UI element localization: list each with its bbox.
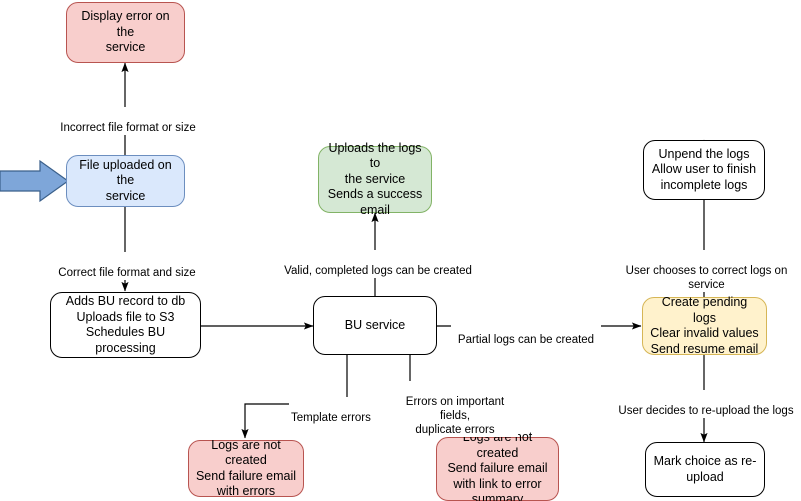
edge-label-user-reuploads: User decides to re-upload the logs bbox=[616, 390, 796, 418]
node-bu-service-label: BU service bbox=[344, 317, 406, 332]
node-unpend-logs[interactable]: Unpend the logs Allow user to finish inc… bbox=[643, 140, 765, 200]
edge-label-incorrect-format: Incorrect file format or size bbox=[55, 107, 201, 135]
node-logs-not-created-fields-label: Logs are not created Send failure email … bbox=[447, 430, 548, 501]
node-mark-choice-reupload[interactable]: Mark choice as re- upload bbox=[645, 442, 765, 497]
node-logs-not-created-template[interactable]: Logs are not created Send failure email … bbox=[188, 437, 304, 499]
edge-label-user-corrects: User chooses to correct logs on service bbox=[608, 250, 801, 292]
node-uploads-logs-label: Uploads the logs to the service Sends a … bbox=[327, 140, 423, 217]
edge-label-incorrect-format-text: Incorrect file format or size bbox=[60, 122, 196, 134]
node-file-uploaded[interactable]: File uploaded on the service bbox=[66, 155, 185, 207]
edge-label-important-fields-text: Errors on important fields, duplicate er… bbox=[405, 396, 505, 436]
node-create-pending-logs[interactable]: Create pending logs Clear invalid values… bbox=[642, 295, 767, 356]
node-create-pending-logs-label: Create pending logs Clear invalid values… bbox=[650, 295, 759, 356]
edge-label-user-corrects-text: User chooses to correct logs on service bbox=[625, 265, 788, 291]
node-display-error[interactable]: Display error on the service bbox=[66, 2, 185, 63]
edge-label-correct-format: Correct file format and size bbox=[55, 252, 199, 280]
edge-label-template-errors: Template errors bbox=[289, 397, 377, 425]
edge-label-user-reuploads-text: User decides to re-upload the logs bbox=[618, 405, 794, 417]
node-unpend-logs-label: Unpend the logs Allow user to finish inc… bbox=[651, 146, 757, 192]
edge-label-template-errors-text: Template errors bbox=[291, 412, 371, 424]
edge-label-correct-format-text: Correct file format and size bbox=[58, 267, 196, 279]
node-bu-service[interactable]: BU service bbox=[313, 296, 437, 355]
edge-label-partial-logs: Partial logs can be created bbox=[451, 319, 601, 347]
node-file-uploaded-label: File uploaded on the service bbox=[79, 157, 172, 203]
node-logs-not-created-template-label: Logs are not created Send failure email … bbox=[195, 437, 297, 499]
edge-label-important-fields: Errors on important fields, duplicate er… bbox=[392, 381, 518, 437]
node-adds-bu-record-label: Adds BU record to db Uploads file to S3 … bbox=[65, 294, 186, 355]
node-logs-not-created-fields[interactable]: Logs are not created Send failure email … bbox=[436, 430, 559, 501]
start-block-arrow-icon bbox=[0, 159, 70, 203]
edge-label-valid-logs-text: Valid, completed logs can be created bbox=[284, 265, 472, 277]
node-adds-bu-record[interactable]: Adds BU record to db Uploads file to S3 … bbox=[50, 292, 201, 358]
node-mark-choice-reupload-label: Mark choice as re- upload bbox=[653, 454, 757, 484]
node-display-error-label: Display error on the service bbox=[81, 9, 170, 55]
node-uploads-logs[interactable]: Uploads the logs to the service Sends a … bbox=[318, 141, 432, 217]
edge-label-valid-logs: Valid, completed logs can be created bbox=[281, 250, 475, 278]
edge-label-partial-logs-text: Partial logs can be created bbox=[457, 334, 595, 346]
